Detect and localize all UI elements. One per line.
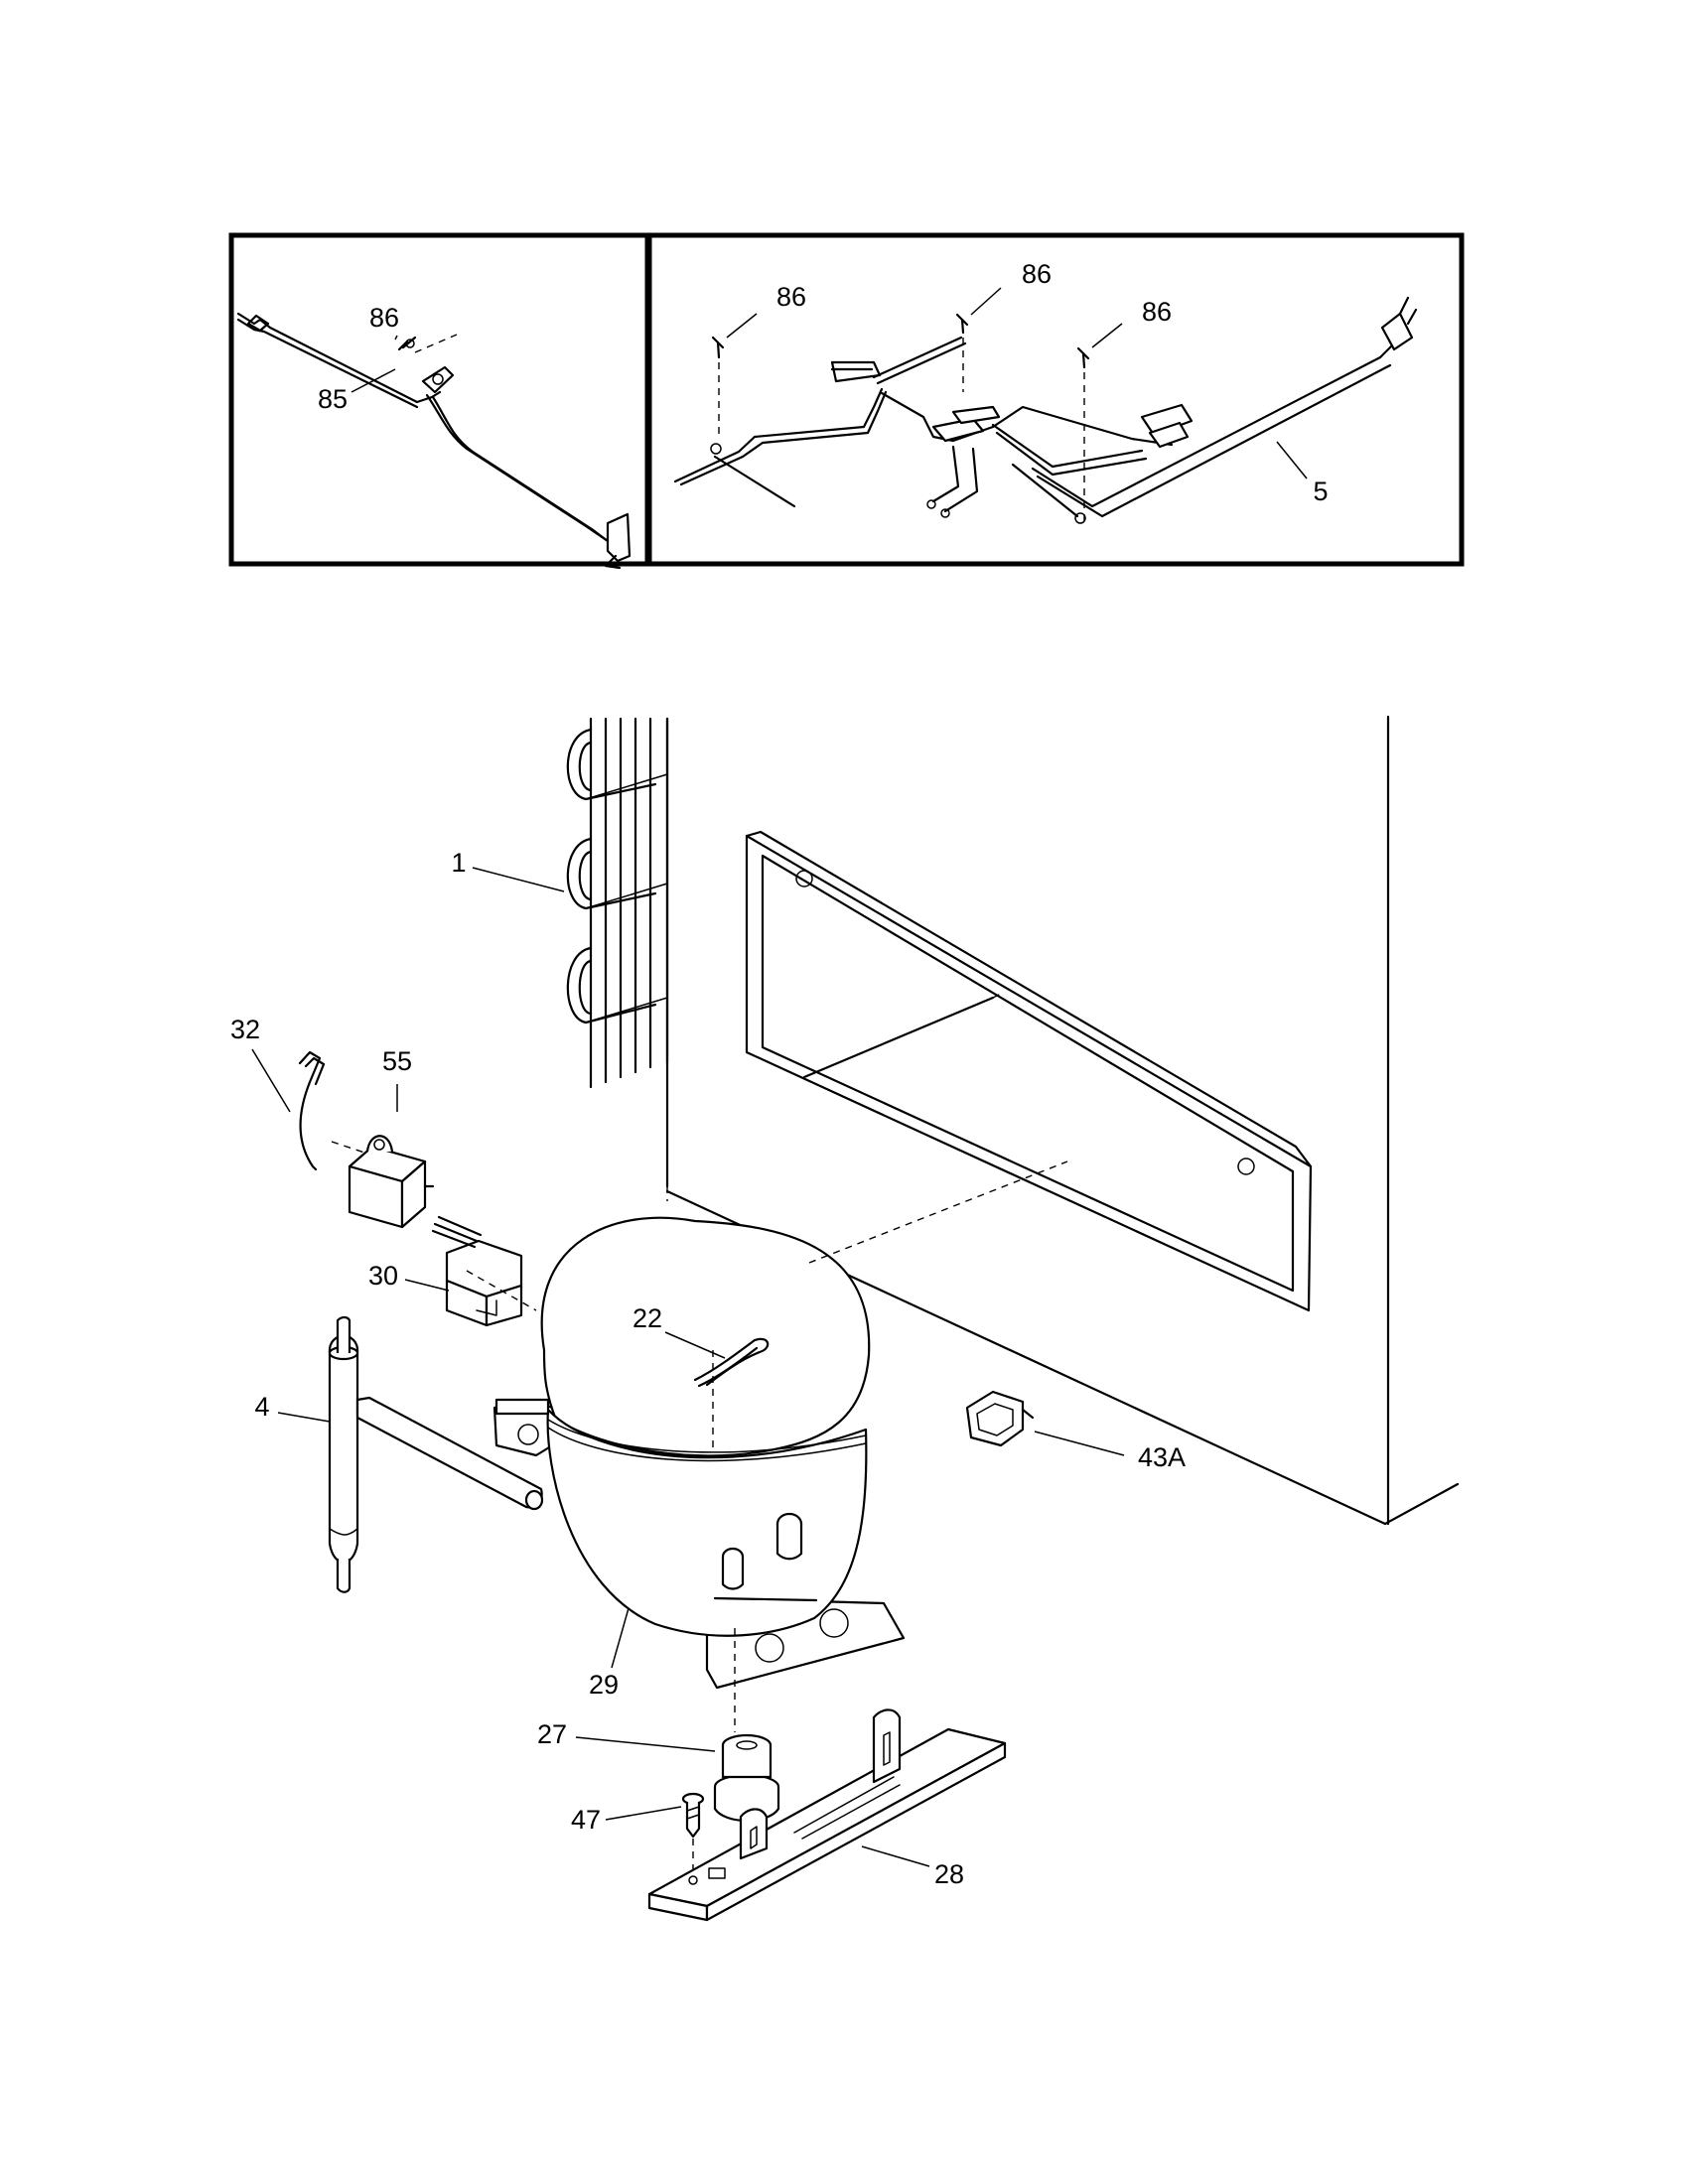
callout-30: 30 — [368, 1261, 398, 1291]
callout-4: 4 — [254, 1392, 269, 1422]
relay-30 — [431, 1215, 537, 1327]
leader-86-right-3 — [1091, 323, 1123, 348]
inset-right-frame — [646, 232, 1465, 567]
leader-28 — [861, 1845, 930, 1867]
leader-85 — [351, 368, 396, 393]
callout-86-left: 86 — [369, 303, 399, 333]
callout-5: 5 — [1313, 477, 1328, 506]
clip-32 — [298, 1050, 326, 1171]
drier-4 — [328, 1315, 544, 1593]
compressor-29 — [492, 1160, 1068, 1732]
callout-32: 32 — [230, 1015, 260, 1044]
leader-5 — [1276, 441, 1308, 479]
leader-30 — [404, 1279, 450, 1292]
clip-22 — [693, 1337, 770, 1388]
leader-47 — [605, 1806, 682, 1821]
power-cord-harness — [673, 296, 1418, 524]
callout-22: 22 — [633, 1303, 662, 1333]
callout-86-right-1: 86 — [776, 282, 806, 312]
screw-86-right-2 — [955, 313, 969, 392]
screw-86-right-3 — [1076, 346, 1090, 521]
leader-1 — [472, 867, 565, 892]
callout-86-right-2: 86 — [1022, 259, 1052, 289]
callout-28: 28 — [934, 1859, 964, 1889]
sensor-wire-assembly — [236, 312, 632, 570]
leader-27 — [575, 1736, 716, 1752]
callout-47: 47 — [571, 1805, 601, 1835]
callout-27: 27 — [537, 1719, 567, 1749]
leader-32 — [251, 1048, 291, 1113]
inset-left-frame — [228, 232, 650, 567]
leader-29 — [611, 1607, 630, 1669]
capacitor-55 — [331, 1135, 435, 1229]
leader-86-right-2 — [970, 287, 1002, 316]
screw-86-left — [397, 334, 458, 353]
clamp-43a — [965, 1390, 1035, 1447]
leader-43a — [1034, 1431, 1125, 1456]
leader-86-right-1 — [726, 313, 758, 339]
callout-86-right-3: 86 — [1142, 297, 1172, 327]
callout-85: 85 — [318, 384, 348, 414]
screw-86-right-1 — [711, 336, 725, 435]
leader-22 — [664, 1331, 726, 1359]
grommet-27 — [713, 1733, 780, 1856]
screw-47 — [681, 1792, 705, 1876]
callout-43a: 43A — [1138, 1442, 1186, 1472]
callout-55: 55 — [382, 1046, 412, 1076]
callout-1: 1 — [451, 848, 466, 878]
callout-29: 29 — [589, 1670, 619, 1700]
condenser-coil — [566, 717, 669, 1089]
leader-86-left — [394, 335, 398, 341]
leader-4 — [277, 1412, 331, 1423]
base-rail-28 — [647, 1708, 1007, 1922]
